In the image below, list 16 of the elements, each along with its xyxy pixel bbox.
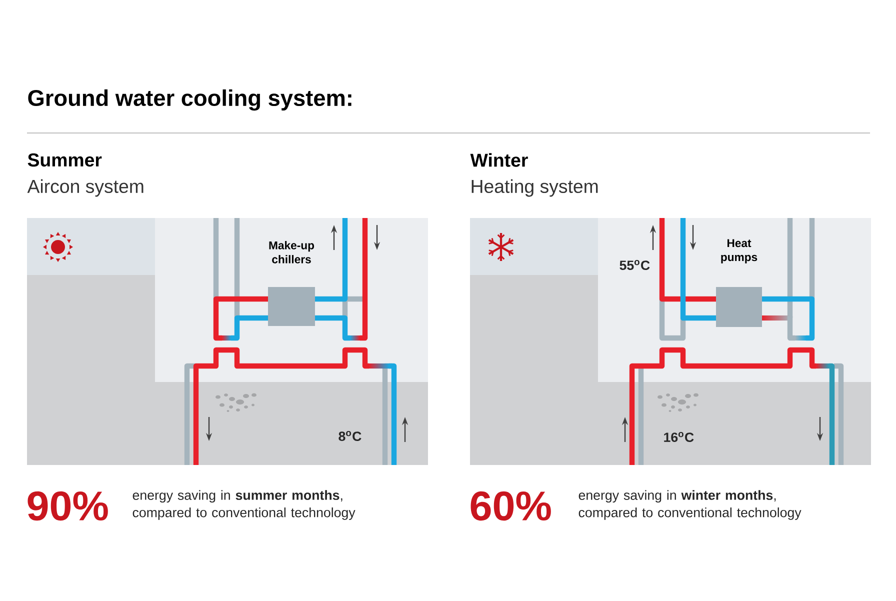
percentage: 60% xyxy=(470,491,551,521)
temperature-label: 8$^{o}$C xyxy=(338,431,362,441)
title: Ground water cooling system: xyxy=(28,89,352,111)
node-label: Heat pumps xyxy=(721,239,758,264)
subheading: Heating system xyxy=(472,179,598,197)
season-heading: Summer xyxy=(28,153,102,167)
temperature-label: 16$^{o}$C xyxy=(664,432,694,442)
unit-box: Make-up chillers xyxy=(268,241,315,326)
season-heading: Winter xyxy=(470,153,528,167)
description: energy saving in winter months, compared to conventional technology xyxy=(578,490,802,520)
description: energy saving in summer months, compared to conventional technology xyxy=(132,490,356,520)
temperature-label: 55$^{o}$C xyxy=(620,260,650,270)
subheading: Aircon system xyxy=(27,179,144,197)
percentage: 90% xyxy=(28,491,108,521)
node-label: Make-up chillers xyxy=(269,241,314,264)
unit-box: Heat pumps xyxy=(716,239,762,327)
